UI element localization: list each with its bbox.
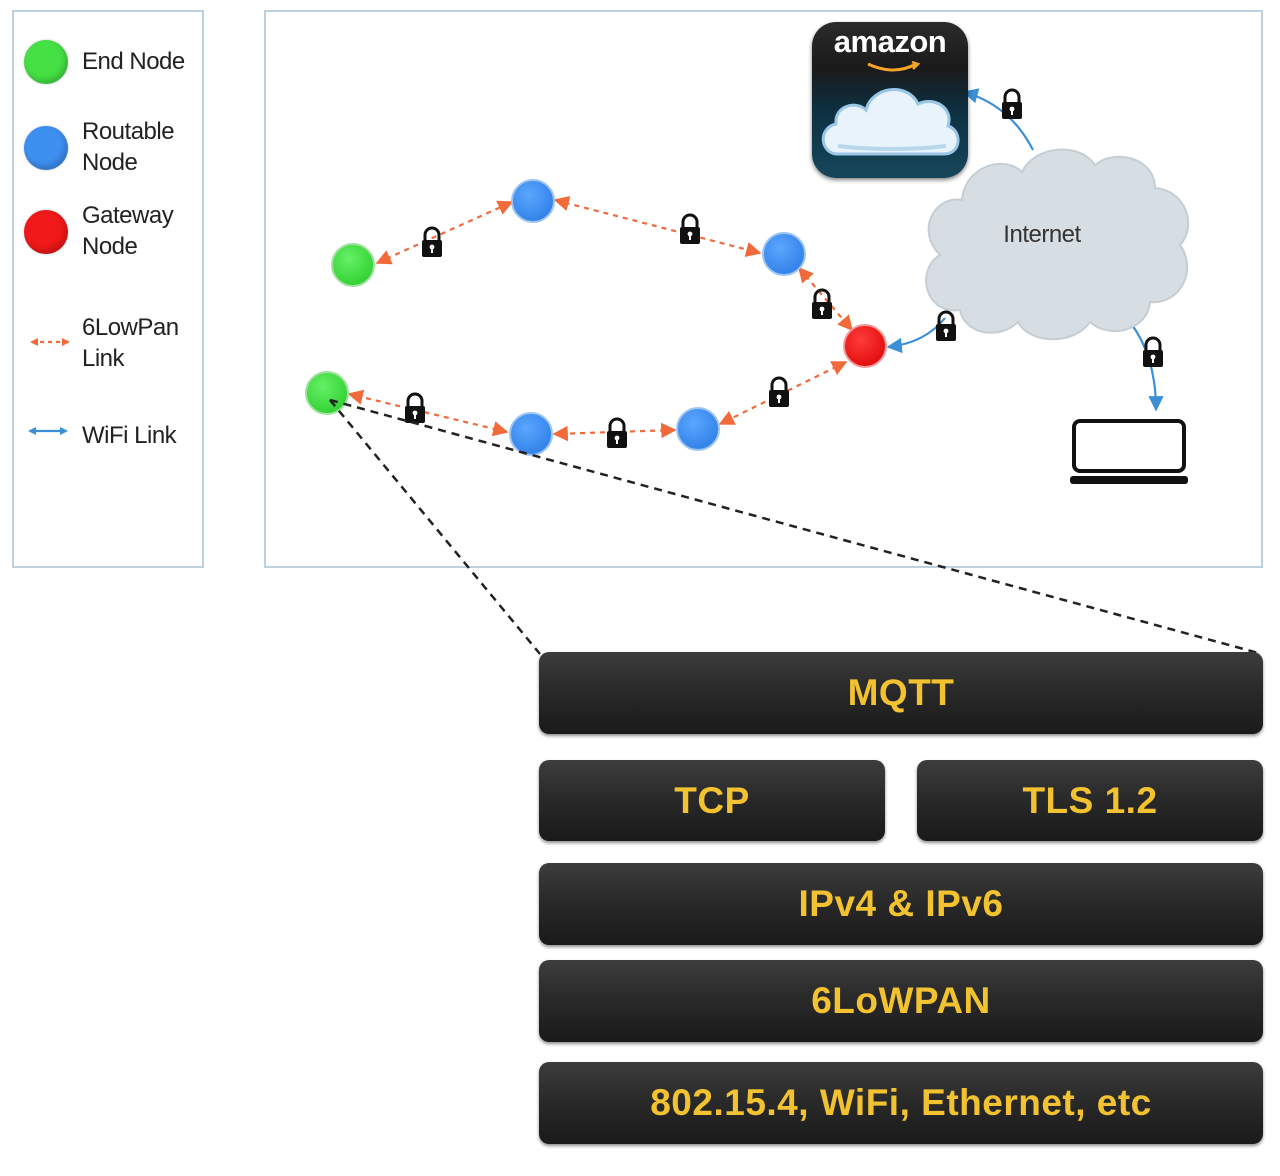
legend-item-routable-node: Routable Node [14,116,206,186]
cloud-icon [821,60,960,156]
stack-layer-label: TCP [674,779,750,821]
stack-layer-label: IPv4 & IPv6 [798,883,1004,924]
stack-layer-6lowpan: 6LoWPAN [539,960,1263,1042]
nodes [305,179,887,456]
lock-icon [934,310,958,343]
legend-item-gateway-node: Gateway Node [14,200,206,270]
legend-label: 6LowPan Link [82,314,179,372]
zoom-lines [329,398,1263,656]
legend-item-wifi-link: WiFi Link [14,410,206,480]
lock-icon [678,213,702,246]
stack-layer-label: 802.15.4, WiFi, Ethernet, etc [650,1082,1152,1123]
legend-item-6lowpan-link: 6LowPan Link [14,312,206,382]
end-node-swatch [24,40,68,84]
lock-icon [1141,336,1165,369]
routable-node [762,232,806,276]
stack-layer-mqtt: MQTT [539,652,1263,734]
stack-layer-tcp: TCP [539,760,885,841]
lock-icon [605,417,629,450]
routable-node [676,407,720,451]
routable-node [509,412,553,456]
link-route2-gateway [797,266,854,332]
internet-cloud-icon [925,148,1190,341]
network-panel [264,10,1263,568]
stack-layer-link: 802.15.4, WiFi, Ethernet, etc [539,1062,1263,1144]
routable-node [511,179,555,223]
wifi-link-icon [28,427,68,435]
link-internet-amazon [962,88,1034,151]
routable-node-swatch [24,126,68,170]
link-route1-route2 [553,196,762,257]
stack-layer-label: TLS 1.2 [1022,779,1158,821]
amazon-logo: amazon [833,24,947,59]
laptop-icon [1070,419,1188,484]
link-route3-end2 [347,389,509,437]
legend-item-end-node: End Node [14,32,206,102]
legend-label: Gateway Node [82,202,174,260]
lock-icon [767,376,791,409]
stack-layer-label: 6LoWPAN [811,980,991,1021]
gateway-node-swatch [24,210,68,254]
stack-layer-tls: TLS 1.2 [917,760,1263,841]
internet-label: Internet [1003,221,1081,248]
lock-icon [403,392,427,425]
lock-icon [420,226,444,259]
legend-label: End Node [82,48,185,75]
lock-icon [1000,88,1024,121]
6lowpan-link-icon [30,338,70,346]
end-node [331,243,375,287]
stack-layer-ip: IPv4 & IPv6 [539,863,1263,945]
gateway-node [843,324,887,368]
link-end1-route1 [375,200,514,265]
end-node [305,371,349,415]
legend-label: WiFi Link [82,422,177,449]
legend-panel: End Node Routable Node Gateway Node 6Low… [12,10,204,568]
stack-layer-label: MQTT [847,672,955,713]
legend-label: Routable Node [82,118,175,176]
link-internet-gateway [886,317,946,354]
amazon-cloud-tile: amazon [812,22,968,178]
